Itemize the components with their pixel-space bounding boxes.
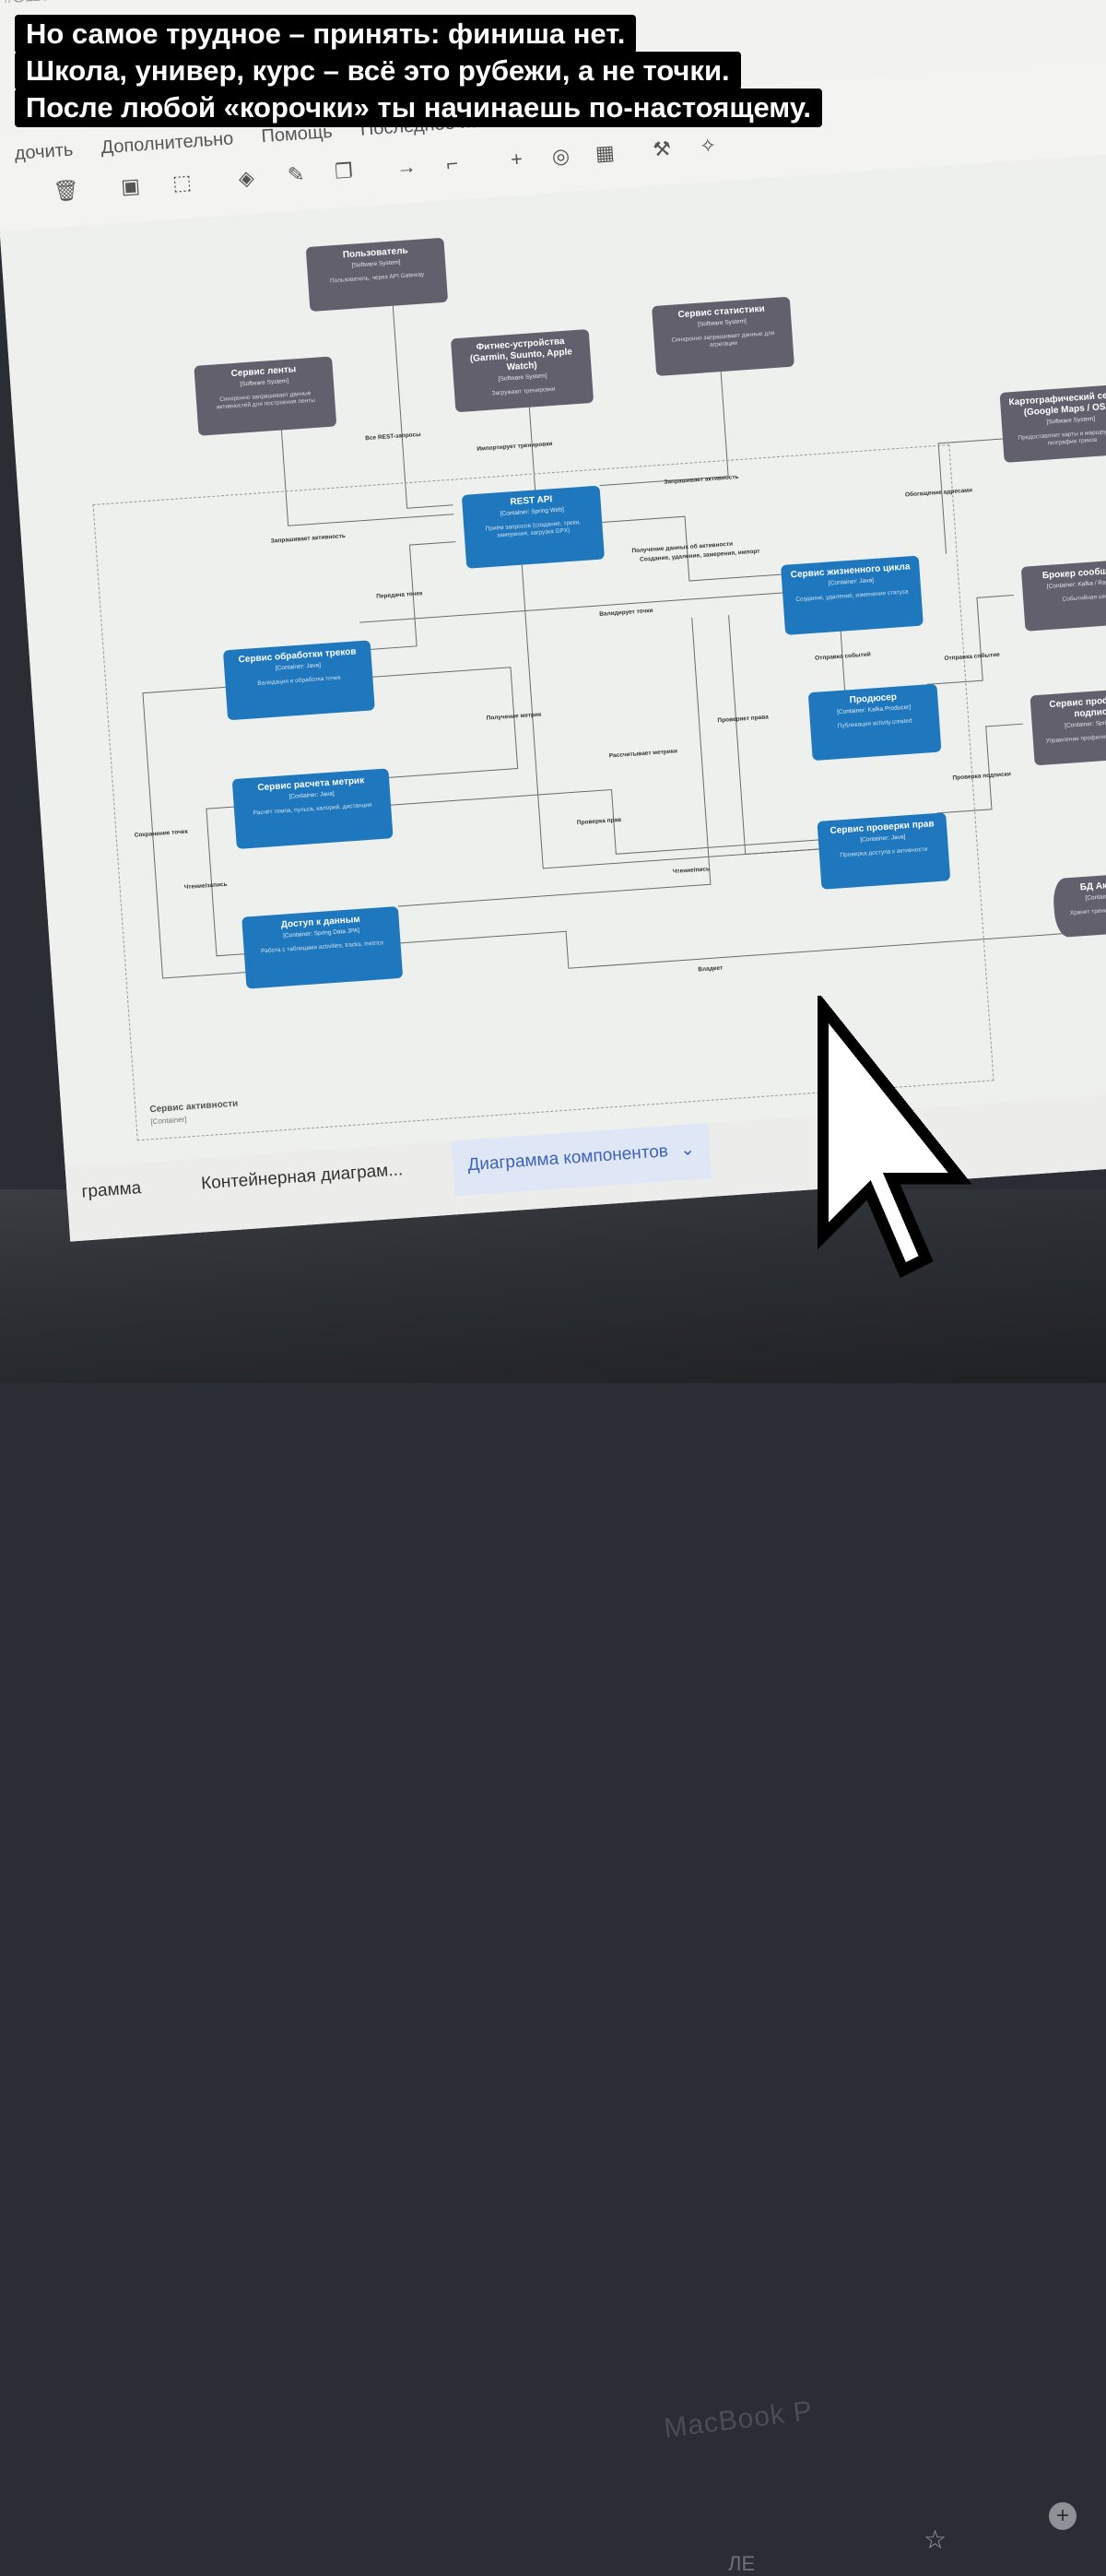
edge-metrics-data [206, 806, 263, 957]
magic-icon[interactable]: ⚒ [652, 136, 672, 161]
caption-line-1: Но самое трудное – принять: финиша нет. [15, 15, 637, 53]
edge-user-rest [392, 296, 453, 509]
edge-feed-rest [280, 424, 454, 526]
edge-lifecycle-tracks [359, 592, 783, 623]
node-rest-api[interactable]: REST API [Container: Spring Web] Приём з… [461, 485, 606, 569]
arrow-icon[interactable]: → [394, 154, 418, 180]
plus-circle-icon: + [1049, 2502, 1077, 2530]
edge-lifecycle-perms [728, 615, 819, 856]
diagram-canvas[interactable]: Сервис активности [Container] Пользовате… [0, 150, 1106, 1207]
node-message-broker[interactable]: Брокер сообщений [Container: Kafka / Rab… [1020, 558, 1106, 632]
diagram-connectors [142, 296, 1065, 979]
edge-tracks-metrics [371, 667, 519, 780]
chevron-down-icon[interactable]: ⌄ [679, 1140, 696, 1161]
node-permissions-service[interactable]: Сервис проверки прав [Container: Java] П… [817, 812, 951, 890]
pointer-cursor-icon [817, 996, 972, 1279]
sparkle-icon[interactable]: ✧ [698, 133, 718, 159]
node-data-access[interactable]: Доступ к данным [Container: Spring Data … [241, 905, 404, 989]
shadow-icon[interactable]: ❐ [334, 159, 354, 183]
node-feed-service[interactable]: Сервис ленты [Software System] Синхронно… [194, 356, 337, 436]
edge-rest-perms [521, 564, 819, 869]
node-metrics-service[interactable]: Сервис расчета метрик [Container: Java] … [231, 768, 394, 849]
laptop-screen: #G11ccvoikbVcAK8jUbbq5FLO4AQs0GOTnF#%7B"… [0, 0, 1106, 1242]
caption-line-3: После любой «корочки» ты начинаешь по-на… [15, 89, 822, 127]
table-icon[interactable]: ▦ [594, 140, 616, 165]
node-user[interactable]: Пользователь [Software System] Пользоват… [305, 237, 449, 313]
edge-rest-lifecycle [602, 515, 782, 582]
node-tracks-service[interactable]: Сервис обработки треков [Container: Java… [222, 640, 375, 721]
node-profiles-service[interactable]: Сервис профилей и подписок [Container: S… [1030, 686, 1106, 766]
trash-icon[interactable]: 🗑 [52, 178, 80, 204]
node-lifecycle-service[interactable]: Сервис жизненного цикла [Container: Java… [780, 555, 924, 635]
plus-icon[interactable]: + [510, 147, 524, 171]
edge-producer-broker [927, 595, 1014, 685]
menu-item-edit[interactable]: дочить [14, 139, 74, 164]
fill-color-icon[interactable]: ◈ [237, 165, 255, 191]
star-icon: ☆ [924, 2525, 947, 2554]
edge-stats-rest [599, 357, 729, 487]
edge-lifecycle-maps [937, 438, 1004, 554]
line-color-icon[interactable]: ✎ [287, 162, 306, 187]
diagram-toolbar: 🗑 ▣ ⬚ ◈ ✎ ❐ → ⌐ + ◎ ▦ ⚒ ✧ [52, 134, 717, 219]
caption-line-2: Школа, универ, курс – всё это рубежи, а … [15, 52, 741, 90]
edge-metrics-perms [382, 788, 818, 855]
to-back-icon[interactable]: ⬚ [171, 170, 193, 195]
edge-lifecycle-data [397, 617, 712, 907]
tab-component-diagram-label: Диаграмма компонентов [466, 1141, 669, 1176]
laptop-brand-text: MacBook P [662, 2395, 815, 2444]
node-maps-service[interactable]: Картографический сервис (Google Maps / O… [999, 383, 1106, 463]
story-caption: Но самое трудное – принять: финиша нет. … [15, 15, 822, 127]
menu-item-extras[interactable]: Дополнительно [100, 128, 234, 159]
edge-data-db [400, 930, 1065, 969]
node-stats-service[interactable]: Сервис статистики [Software System] Синх… [652, 296, 794, 376]
edge-rest-tracks [371, 541, 456, 650]
node-activity-db[interactable]: БД Активностей [Container: PostgreSQL] Х… [1052, 869, 1106, 939]
node-producer[interactable]: Продюсер [Container: Kafka Producer] Пуб… [807, 683, 942, 762]
shapes-icon[interactable]: ◎ [550, 144, 571, 169]
to-front-icon[interactable]: ▣ [120, 173, 141, 198]
tab-diagram[interactable]: грамма [80, 1178, 142, 1202]
node-fitness-devices[interactable]: Фитнес-устройства (Garmin, Suunto, Apple… [450, 329, 594, 413]
edge-perms-profiles [936, 723, 1023, 814]
connector-icon[interactable]: ⌐ [445, 151, 459, 176]
stand-label: ЛЕ [728, 2552, 756, 2575]
address-bar-url[interactable]: #G11ccvoikbVcAK8jUbbq5FLO4AQs0GOTnF#%7B"… [3, 0, 682, 7]
edge-tracks-data [142, 686, 265, 979]
